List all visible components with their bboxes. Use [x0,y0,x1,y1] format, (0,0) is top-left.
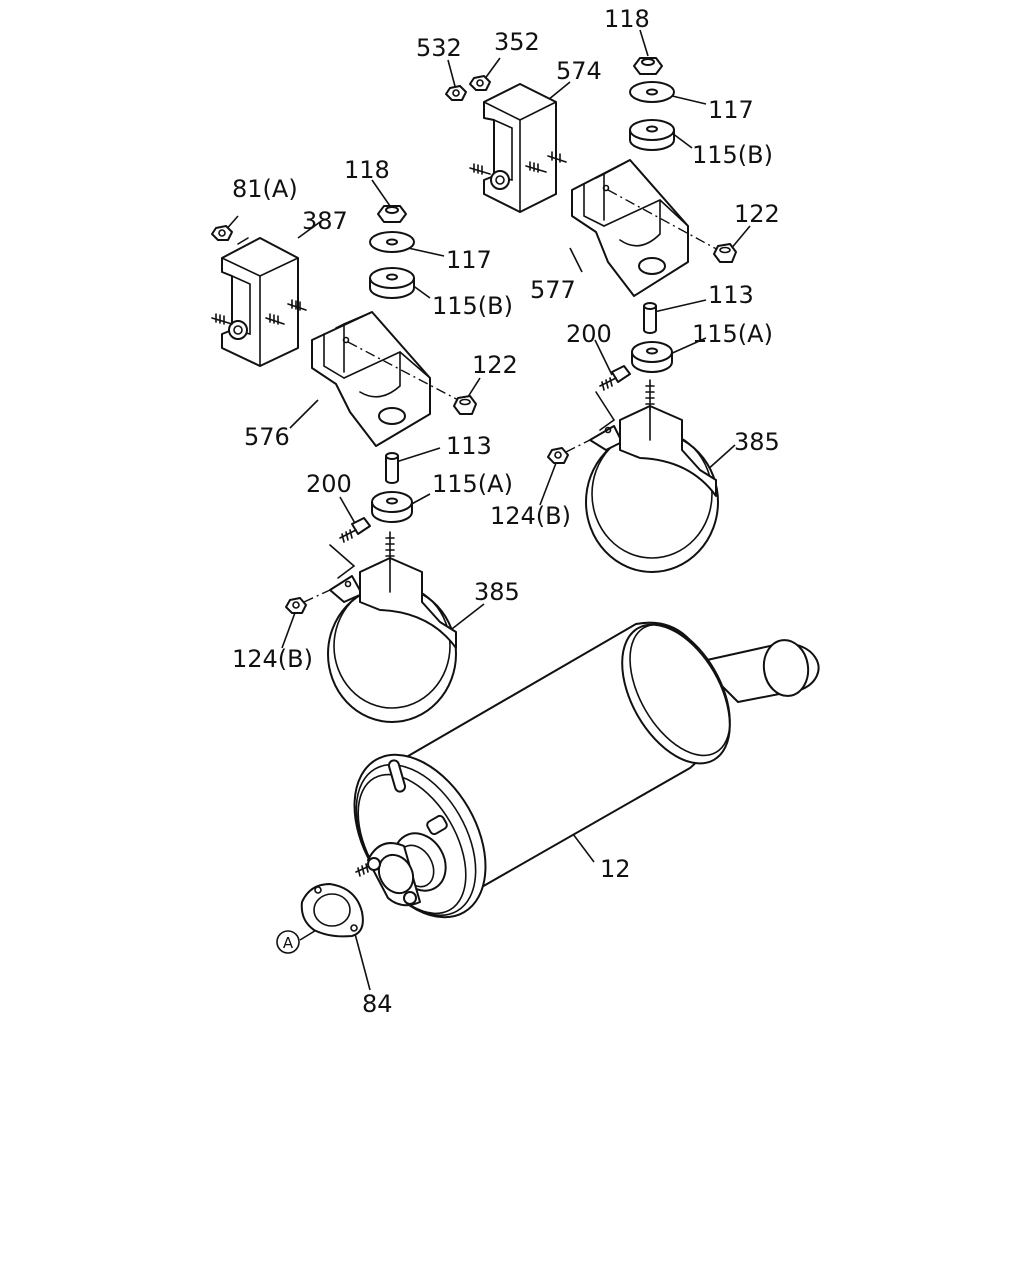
label-122-top: 122 [734,200,780,228]
label-200-top: 200 [566,320,612,348]
label-115a-top: 115(A) [692,320,773,348]
rubber-cushion-115a-left [371,491,413,523]
label-113-left: 113 [446,432,492,460]
muffler-12 [353,621,820,919]
label-118-left: 118 [344,156,390,184]
nut-124b-left [285,589,331,614]
label-574: 574 [556,57,602,85]
bolt-200-left [329,517,371,579]
gasket-84 [300,883,364,938]
nut-81a [211,225,233,241]
hex-nut-122-left [453,395,477,415]
band-clamp-385-top [585,379,719,573]
washer-117-left [369,231,415,253]
collar-113-top [643,302,657,334]
label-387: 387 [302,207,348,235]
nut-124b-top [547,439,591,464]
label-124b-left: 124(B) [232,645,313,673]
rubber-cushion-115b-left [369,267,415,299]
nut-532 [445,85,467,101]
rubber-cushion-115b-top [629,119,675,151]
mount-assembly-right [445,57,737,573]
label-124b-top: 124(B) [490,502,571,530]
mount-assembly-left [211,205,477,723]
label-576: 576 [244,423,290,451]
label-118-top: 118 [604,5,650,33]
band-clamp-385-left [327,531,457,723]
reference-marker-a-label: A [283,934,294,952]
label-532: 532 [416,34,462,62]
bracket-574 [469,83,567,213]
rubber-cushion-115a-top [631,341,673,373]
flange-studs [355,857,417,905]
label-122-left: 122 [472,351,518,379]
nut-352 [469,75,491,91]
label-115a-left: 115(A) [432,470,513,498]
label-200-left: 200 [306,470,352,498]
label-115b-left: 115(B) [432,292,513,320]
part-labels: 118 532 352 574 117 115(B) 122 577 113 2… [232,5,780,1018]
label-84: 84 [362,990,393,1018]
stud-bolts-387 [211,237,307,325]
label-113-top: 113 [708,281,754,309]
label-12: 12 [600,855,631,883]
label-115b-top: 115(B) [692,141,773,169]
bracket-387 [211,237,307,367]
label-117-left: 117 [446,246,492,274]
stud-385-left [385,531,395,563]
stud-385-top [645,379,655,411]
collar-113-left [385,452,399,484]
stud-bolts-574 [469,151,567,175]
bolt-200-top [595,365,631,431]
label-117-top: 117 [708,96,754,124]
bracket-577 [571,159,723,297]
label-577: 577 [530,276,576,304]
label-385-left: 385 [474,578,520,606]
label-385-top: 385 [734,428,780,456]
hex-nut-118-top [633,57,663,75]
label-352: 352 [494,28,540,56]
bracket-576 [311,311,463,447]
washer-117-top [629,81,675,103]
label-81a: 81(A) [232,175,298,203]
hex-nut-118-left [377,205,407,223]
reference-marker-a: A [276,930,300,954]
hex-nut-122-top [713,243,737,263]
